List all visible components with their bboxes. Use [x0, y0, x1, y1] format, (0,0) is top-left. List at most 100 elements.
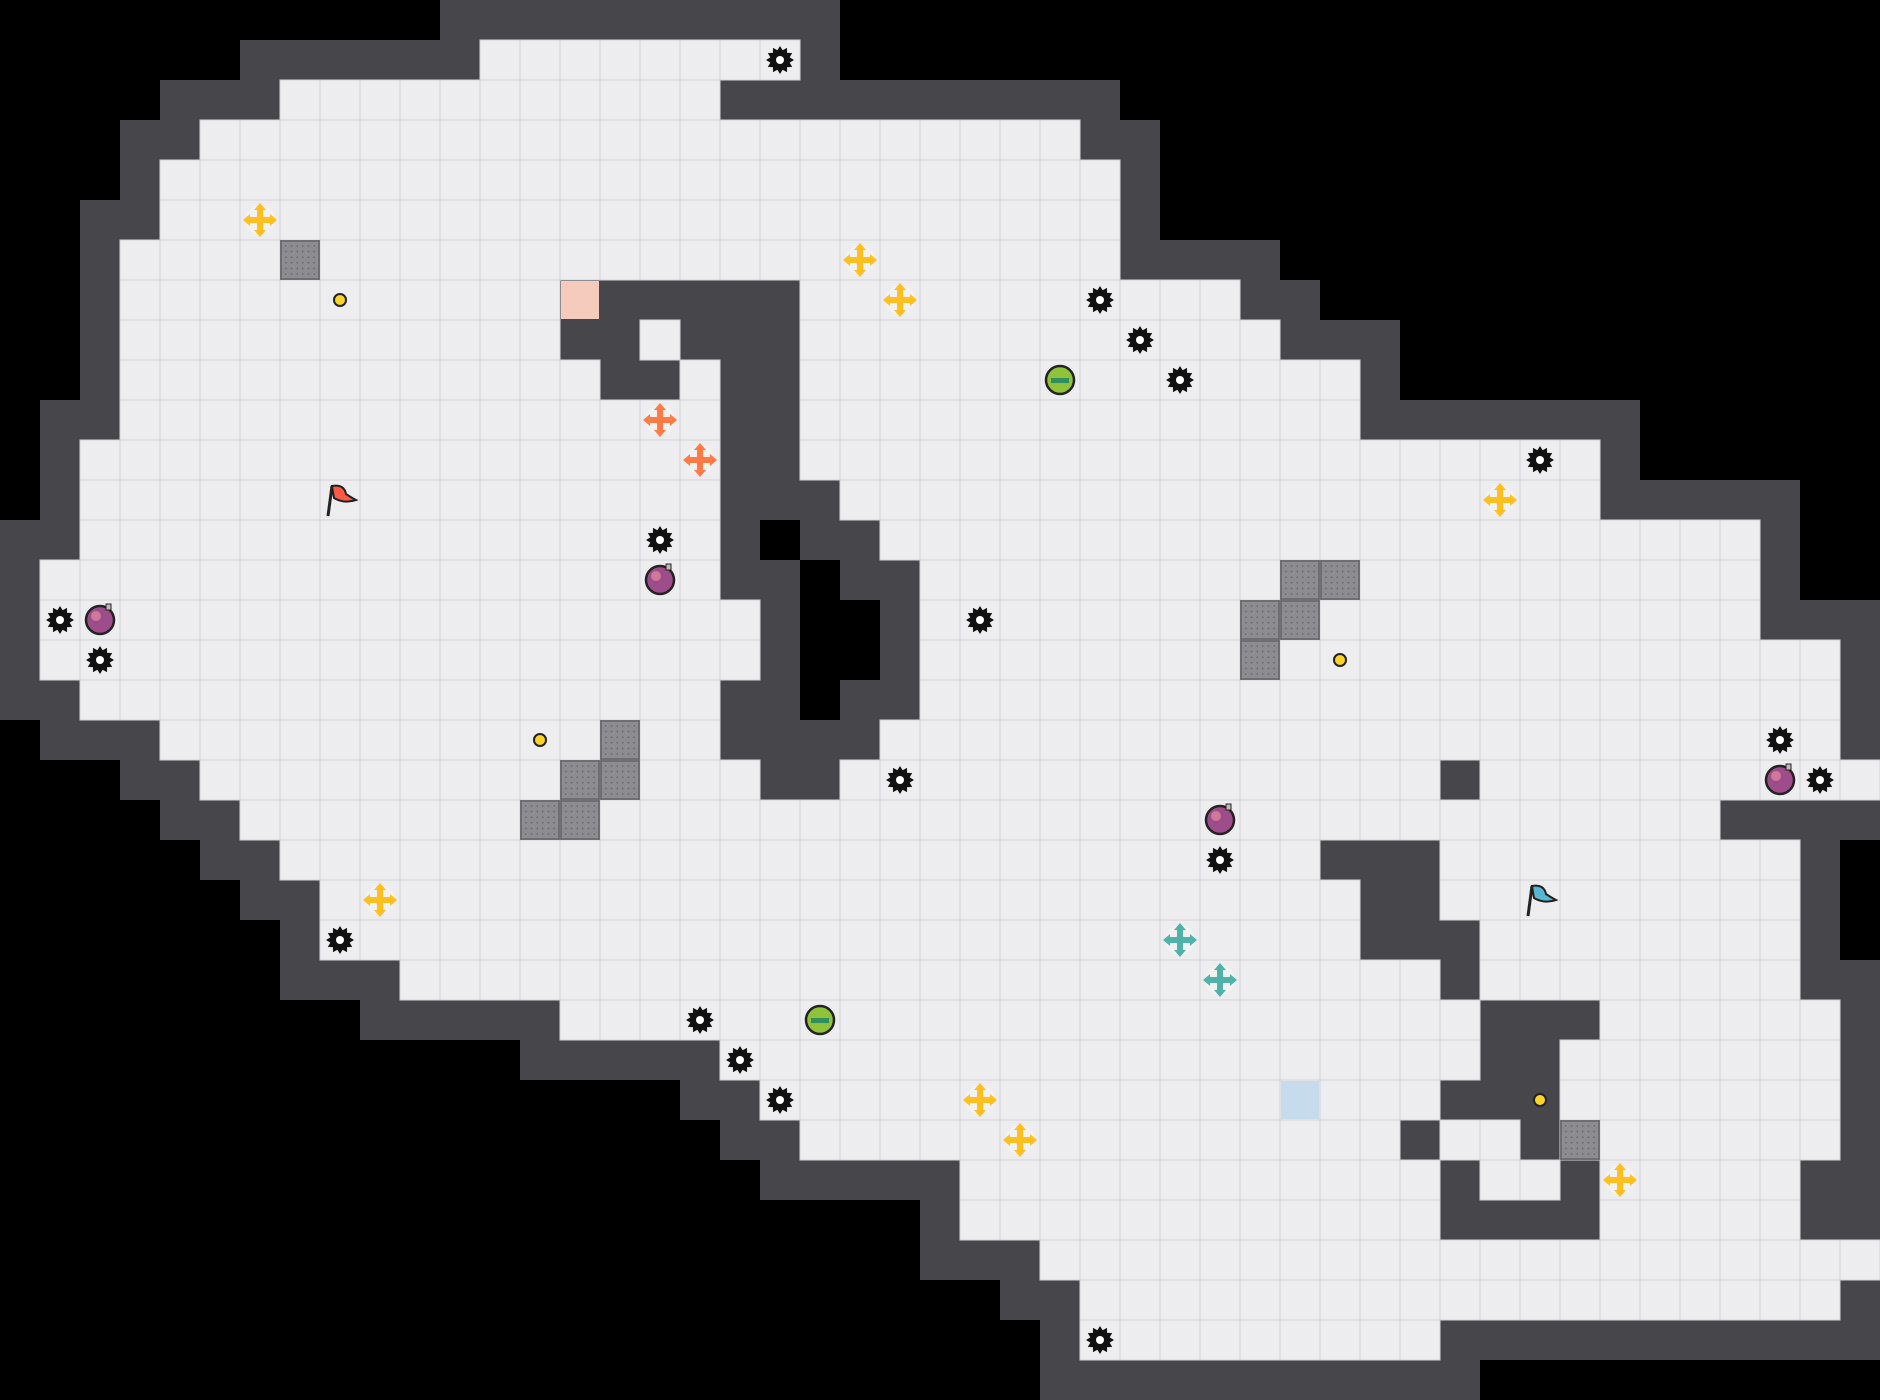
- wall-tile: [640, 360, 680, 400]
- floor-tile: [999, 359, 1041, 401]
- crate-dot: [1256, 656, 1259, 659]
- floor-tile: [1359, 439, 1401, 481]
- floor-tile: [399, 719, 441, 761]
- boost-arrow: [1494, 510, 1506, 517]
- crate-dot: [1261, 627, 1264, 630]
- wall-tile: [120, 720, 160, 760]
- floor-tile: [1479, 1159, 1521, 1201]
- wall-tile: [40, 480, 80, 520]
- floor-tile: [79, 479, 121, 521]
- crate-dot: [1245, 633, 1247, 635]
- floor-tile: [1279, 1239, 1321, 1281]
- crate-dot: [1593, 1147, 1595, 1150]
- floor-tile: [999, 1199, 1041, 1241]
- crate-dot: [621, 747, 624, 750]
- floor-tile: [559, 39, 601, 81]
- crate-body: [600, 720, 640, 760]
- floor-tile: [359, 159, 401, 201]
- blue-team-zone: [1281, 1081, 1319, 1119]
- boost-arrow: [854, 270, 866, 277]
- crate-dot: [1296, 587, 1299, 590]
- floor-tile: [1039, 639, 1081, 681]
- crate-dot: [1296, 570, 1299, 573]
- wall-tile: [880, 680, 920, 720]
- floor-tile: [239, 679, 281, 721]
- boost-arm: [1497, 487, 1503, 513]
- floor-tile: [1119, 399, 1161, 441]
- crate-dot: [1273, 656, 1275, 659]
- crate-dot: [565, 787, 567, 790]
- crate-dot: [301, 245, 304, 247]
- floor-tile: [1399, 1279, 1441, 1321]
- floor-tile: [559, 999, 601, 1041]
- spike-icon: [1206, 846, 1234, 874]
- floor-tile: [199, 519, 241, 561]
- boost-arm: [1017, 1127, 1023, 1153]
- boost-arrow: [1190, 934, 1197, 946]
- floor-tile: [1039, 319, 1081, 361]
- crate-dot: [587, 776, 590, 779]
- crate-dot: [1301, 581, 1304, 584]
- crate-dot: [576, 781, 579, 784]
- floor-tile: [839, 359, 881, 401]
- floor-tile: [519, 159, 561, 201]
- floor-tile: [519, 879, 561, 921]
- crate-dot: [1325, 576, 1327, 579]
- crate-dot: [1330, 570, 1333, 573]
- crate-dot: [576, 793, 579, 795]
- wall-tile: [360, 40, 400, 80]
- floor-tile: [1279, 1319, 1321, 1361]
- floor-tile: [919, 879, 961, 921]
- floor-tile: [1319, 439, 1361, 481]
- wall-tile: [560, 0, 600, 40]
- floor-tile: [599, 799, 641, 841]
- floor-tile: [479, 399, 521, 441]
- crate-dot: [1341, 565, 1344, 567]
- floor-tile: [1439, 879, 1481, 921]
- crate-dot: [1261, 621, 1264, 624]
- floor-tile: [599, 39, 641, 81]
- boost-arrow: [643, 414, 650, 426]
- floor-tile: [1159, 1239, 1201, 1281]
- floor-tile: [1199, 1319, 1241, 1361]
- floor-tile: [1239, 1319, 1281, 1361]
- wall-tile: [160, 80, 200, 120]
- floor-tile: [439, 679, 481, 721]
- spike-icon: [1526, 446, 1554, 474]
- crate-dot: [570, 793, 573, 795]
- spike-icon: [46, 606, 74, 634]
- crate-body: [1280, 600, 1320, 640]
- floor-tile: [1479, 799, 1521, 841]
- crate-dot: [296, 273, 299, 275]
- floor-tile: [1759, 959, 1801, 1001]
- floor-tile: [1679, 679, 1721, 721]
- floor-tile: [1159, 639, 1201, 681]
- boost-arrow: [1603, 1174, 1610, 1186]
- floor-tile: [1639, 679, 1681, 721]
- spike-icon: [1766, 726, 1794, 754]
- boost-arrow: [910, 294, 917, 306]
- floor-tile: [1719, 1239, 1761, 1281]
- wall-tile: [120, 200, 160, 240]
- crate-dot: [627, 730, 630, 733]
- floor-tile: [1119, 599, 1161, 641]
- wall-tile: [1480, 1320, 1520, 1360]
- floor-tile: [1079, 399, 1121, 441]
- floor-tile: [1639, 1159, 1681, 1201]
- floor-tile: [159, 559, 201, 601]
- floor-tile: [1719, 759, 1761, 801]
- crate-dot: [1565, 1147, 1567, 1150]
- crate-dot: [605, 793, 607, 795]
- crate-dot: [633, 770, 635, 773]
- floor-tile: [1039, 239, 1081, 281]
- floor-tile: [919, 319, 961, 361]
- crate-dot: [1261, 650, 1264, 653]
- crate-dot: [587, 827, 590, 830]
- boost-arrow: [963, 1094, 970, 1106]
- crate-dot: [1296, 621, 1299, 624]
- boost-arrow: [1614, 1190, 1626, 1197]
- floor-tile: [999, 999, 1041, 1041]
- crate-dot: [1296, 593, 1299, 595]
- floor-tile: [359, 759, 401, 801]
- crate-dot: [576, 833, 579, 835]
